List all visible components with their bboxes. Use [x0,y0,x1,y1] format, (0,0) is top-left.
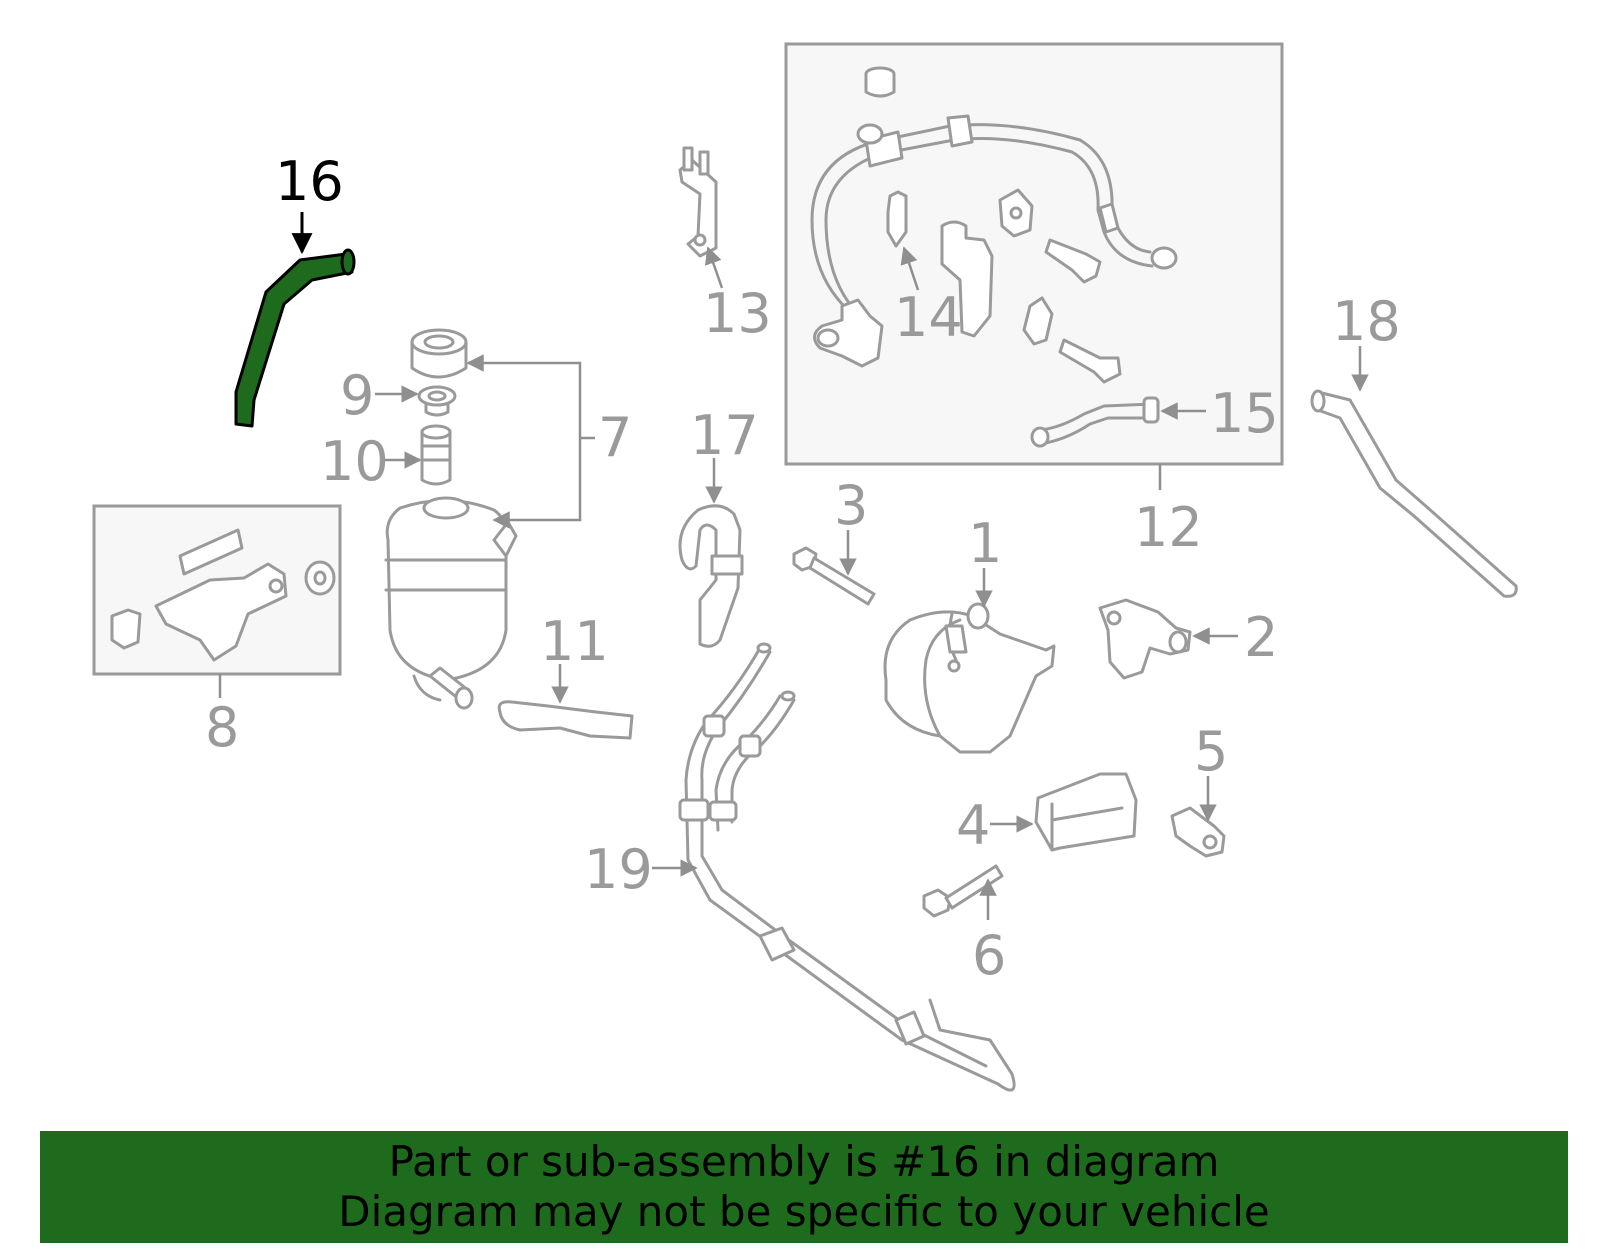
part-13-bracket[interactable] [678,146,718,258]
part-17-hose[interactable] [678,504,744,648]
part-6-bolt[interactable] [922,864,1004,918]
label-12[interactable]: 12 [1134,496,1203,559]
label-1[interactable]: 1 [968,512,1002,575]
part-16-hose[interactable] [234,248,356,428]
part-9-washer[interactable] [417,385,457,417]
parts-diagram: 16 7 9 10 8 [92,42,1518,1092]
label-10[interactable]: 10 [320,430,389,493]
part-4-bracket[interactable] [1034,772,1138,852]
label-11[interactable]: 11 [540,610,609,673]
part-7-reservoir[interactable] [384,328,518,710]
label-9[interactable]: 9 [340,364,374,427]
part-10-filter[interactable] [420,424,452,486]
label-17[interactable]: 17 [690,404,759,467]
label-6[interactable]: 6 [972,924,1006,987]
label-15[interactable]: 15 [1210,382,1279,445]
label-5[interactable]: 5 [1194,720,1228,783]
part-1-pump[interactable] [883,602,1056,754]
banner-line-2: Diagram may not be specific to your vehi… [338,1187,1270,1236]
banner-line-1: Part or sub-assembly is #16 in diagram [388,1137,1220,1186]
label-19[interactable]: 19 [584,838,653,901]
label-3[interactable]: 3 [834,474,868,537]
part-5-sensor[interactable] [1170,806,1226,858]
label-18[interactable]: 18 [1332,290,1401,353]
part-11-hose[interactable] [497,700,634,740]
part-3-bolt[interactable] [792,546,876,606]
part-19-return-line[interactable] [678,642,1016,1092]
label-14[interactable]: 14 [894,286,963,349]
part-15-pipe[interactable] [1030,396,1160,448]
label-16[interactable]: 16 [275,150,344,213]
part-12-pressure-hose[interactable] [810,66,1178,384]
label-2[interactable]: 2 [1244,606,1278,669]
part-2-bracket[interactable] [1098,598,1192,680]
label-13[interactable]: 13 [703,282,772,345]
label-8[interactable]: 8 [205,696,239,759]
part-18-hose[interactable] [1310,389,1518,598]
group-box-12 [784,42,1284,466]
info-banner: Part or sub-assembly is #16 in diagram D… [40,1131,1568,1243]
label-7[interactable]: 7 [598,406,632,469]
label-4[interactable]: 4 [956,794,990,857]
part-8-bracket[interactable] [110,528,336,662]
